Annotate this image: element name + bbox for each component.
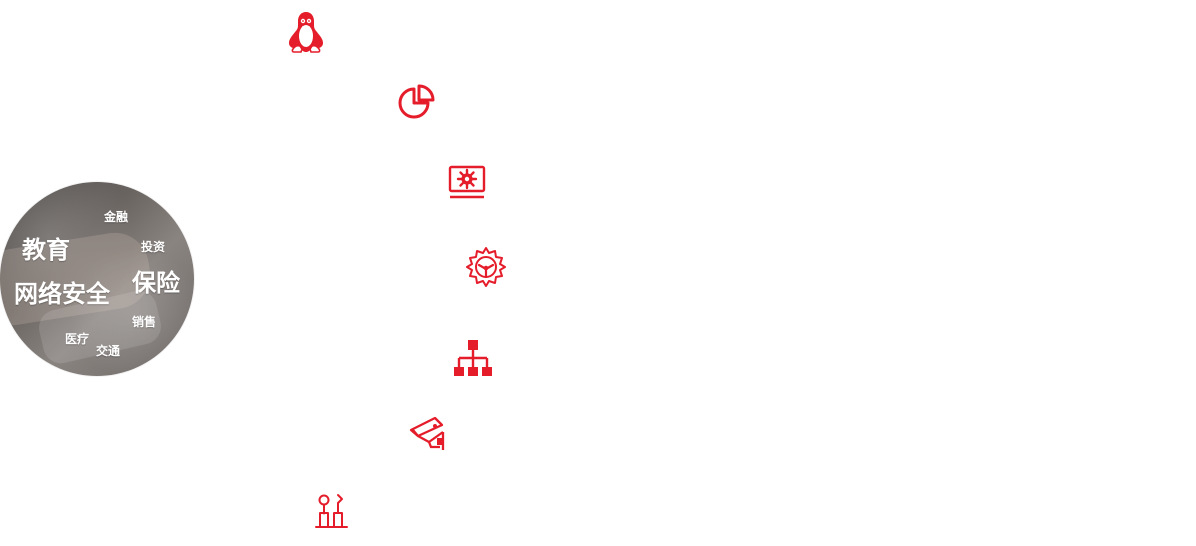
network-icon: [453, 339, 493, 377]
industry-tag-touzi: 投资: [141, 240, 166, 254]
lab-tools-icon: [315, 492, 348, 530]
industry-tag-wangluo-anquan: 网络安全: [14, 280, 110, 308]
industry-circle: 金融 教育 投资 网络安全 保险 销售 医疗 交通: [0, 182, 194, 376]
industry-tag-baoxian: 保险: [132, 269, 180, 297]
gear-shield-icon: [465, 246, 507, 288]
industry-tag-jinrong: 金融: [104, 210, 129, 224]
industry-tag-jiaoyu: 教育: [22, 236, 70, 264]
linux-icon: [286, 10, 326, 54]
pie-chart-icon: [396, 83, 436, 123]
security-camera-icon: [407, 414, 451, 454]
monitor-gear-icon: [447, 164, 487, 201]
industry-tag-xiaoshou: 销售: [132, 315, 157, 329]
industry-tag-jiaotong: 交通: [96, 344, 121, 358]
industry-tag-yiliao: 医疗: [65, 332, 90, 346]
